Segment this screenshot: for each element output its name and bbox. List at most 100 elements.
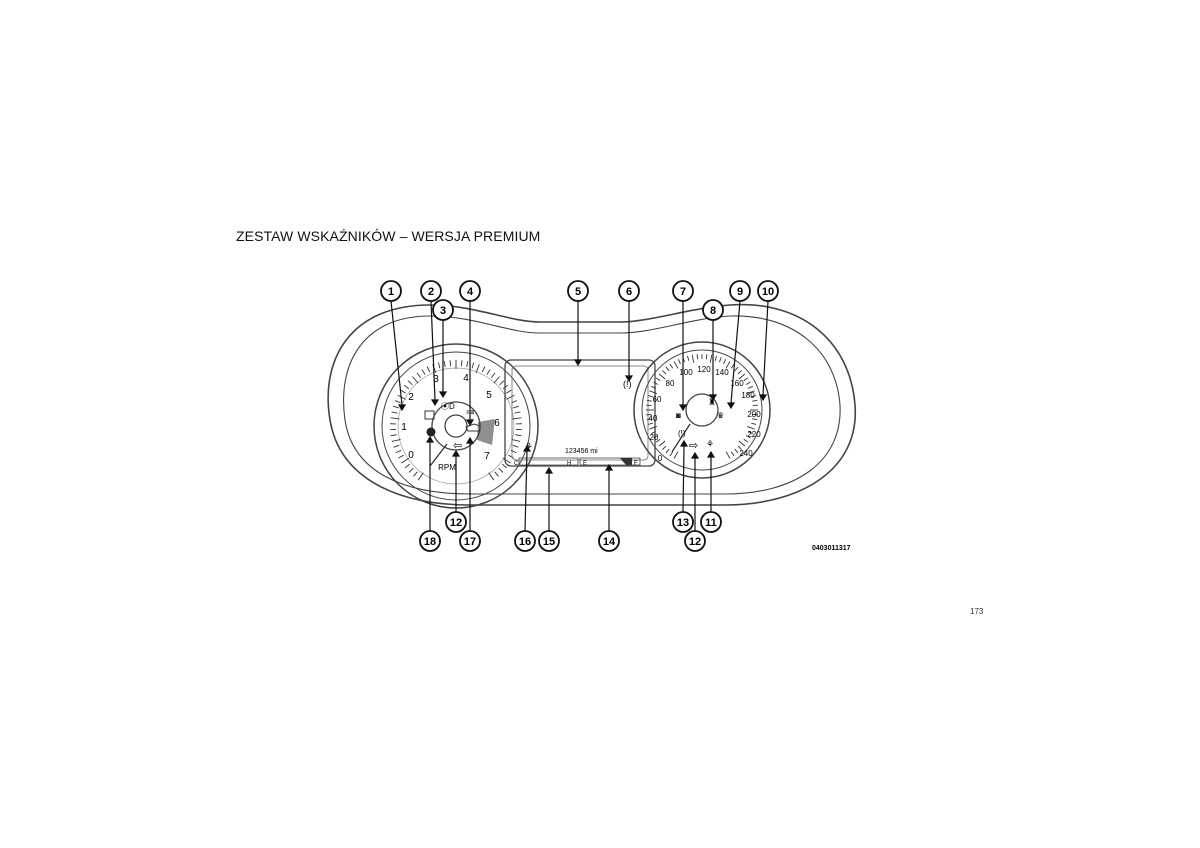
- tick-mark: [653, 435, 659, 439]
- tick-mark: [730, 451, 735, 457]
- tick-mark: [400, 389, 406, 394]
- turn-right-icon: ⇨: [689, 440, 698, 452]
- callout-circle: [419, 530, 441, 552]
- tach-label-5: 5: [486, 390, 492, 401]
- tick-mark: [426, 366, 431, 373]
- callout-number: 17: [464, 536, 476, 548]
- tick-mark: [649, 390, 658, 395]
- tick-mark: [748, 385, 753, 389]
- speed-label-240: 240: [739, 449, 753, 458]
- tick-mark: [512, 444, 519, 448]
- callout-number: 2: [428, 286, 434, 298]
- tick-mark: [488, 472, 495, 481]
- tick-mark: [662, 445, 667, 450]
- tick-mark: [493, 376, 501, 384]
- leader-arrowhead: [624, 375, 634, 383]
- tick-mark: [743, 438, 749, 443]
- odometer-readout: 123456 mi: [565, 448, 598, 455]
- tick-mark: [743, 377, 749, 382]
- tach-label-3: 3: [433, 374, 439, 385]
- tick-mark: [404, 463, 410, 469]
- tick-mark: [691, 354, 695, 363]
- tachometer-redzone: [477, 419, 495, 445]
- tick-mark: [752, 399, 758, 402]
- tick-mark: [734, 366, 739, 372]
- tick-mark: [491, 372, 496, 378]
- tick-mark: [437, 362, 441, 369]
- tick-mark: [407, 380, 413, 386]
- tick-mark: [745, 435, 751, 439]
- leader-line: [390, 300, 403, 406]
- tick-mark: [719, 357, 722, 363]
- callout-number: 4: [467, 286, 474, 298]
- tick-mark: [401, 457, 410, 464]
- airbag-off-icon: ⚘: [706, 439, 714, 449]
- temp-low-label: C: [514, 461, 519, 467]
- leader-arrowhead: [573, 359, 583, 367]
- tick-mark: [449, 360, 452, 367]
- callout-circle: [432, 299, 454, 321]
- tick-mark: [687, 355, 690, 361]
- leader-arrowhead: [425, 435, 435, 443]
- figure-code: 0403011317: [812, 545, 851, 552]
- speed-label-80: 80: [666, 379, 675, 388]
- tick-mark: [413, 471, 418, 477]
- tick-mark: [512, 417, 522, 420]
- tick-mark: [513, 405, 520, 409]
- speed-label-220: 220: [747, 430, 761, 439]
- tick-mark: [498, 467, 504, 473]
- leader-arrowhead: [465, 436, 475, 444]
- callout-number: 5: [575, 286, 581, 298]
- callout-number: 8: [710, 305, 716, 317]
- tick-mark: [506, 389, 512, 394]
- leader-arrowhead: [678, 404, 688, 412]
- tick-mark: [511, 438, 521, 442]
- tick-mark: [499, 380, 505, 386]
- tick-mark: [669, 451, 674, 457]
- tick-mark: [651, 385, 656, 389]
- tick-mark: [658, 373, 666, 380]
- tick-mark: [416, 372, 421, 378]
- tick-mark: [730, 363, 735, 369]
- engine-icon: [465, 423, 481, 432]
- tach-label-2: 2: [408, 392, 414, 403]
- tach-label-0: 0: [408, 450, 414, 461]
- leader-line: [682, 445, 685, 513]
- tick-mark: [514, 411, 521, 414]
- tick-mark: [737, 370, 742, 375]
- tach-label-6: 6: [494, 418, 500, 429]
- tick-mark: [665, 366, 670, 372]
- tick-mark: [673, 361, 679, 369]
- battery-icon: [426, 427, 436, 437]
- high-beam-icon: ⦿D: [441, 402, 455, 411]
- speed-label-180: 180: [741, 391, 755, 400]
- temp-high-label: H: [567, 461, 571, 467]
- tick-mark: [398, 454, 404, 459]
- tick-mark: [709, 354, 713, 363]
- speed-needle: [671, 423, 691, 453]
- tick-mark: [502, 463, 508, 469]
- tick-mark: [481, 366, 486, 373]
- leader-arrowhead: [706, 450, 716, 458]
- callout-number: 13: [677, 517, 689, 529]
- tachometer-ticks: [390, 360, 522, 481]
- tach-needle: [429, 443, 448, 467]
- tach-unit: RPM: [438, 463, 456, 472]
- tick-mark: [411, 376, 419, 384]
- tick-mark: [723, 359, 727, 364]
- leader-arrowhead: [544, 466, 554, 474]
- callout-circle: [757, 280, 779, 302]
- tick-mark: [653, 381, 659, 385]
- tick-mark: [394, 400, 401, 404]
- speed-label-120: 120: [697, 365, 711, 374]
- tick-mark: [392, 405, 399, 409]
- speed-label-100: 100: [679, 368, 693, 377]
- callout-number: 1: [388, 286, 394, 298]
- callout-circle: [459, 530, 481, 552]
- tick-mark: [665, 448, 670, 454]
- fuel-empty-label: E: [583, 461, 587, 467]
- tick-mark: [466, 360, 469, 368]
- tick-mark: [417, 472, 424, 481]
- speed-label-60: 60: [653, 395, 662, 404]
